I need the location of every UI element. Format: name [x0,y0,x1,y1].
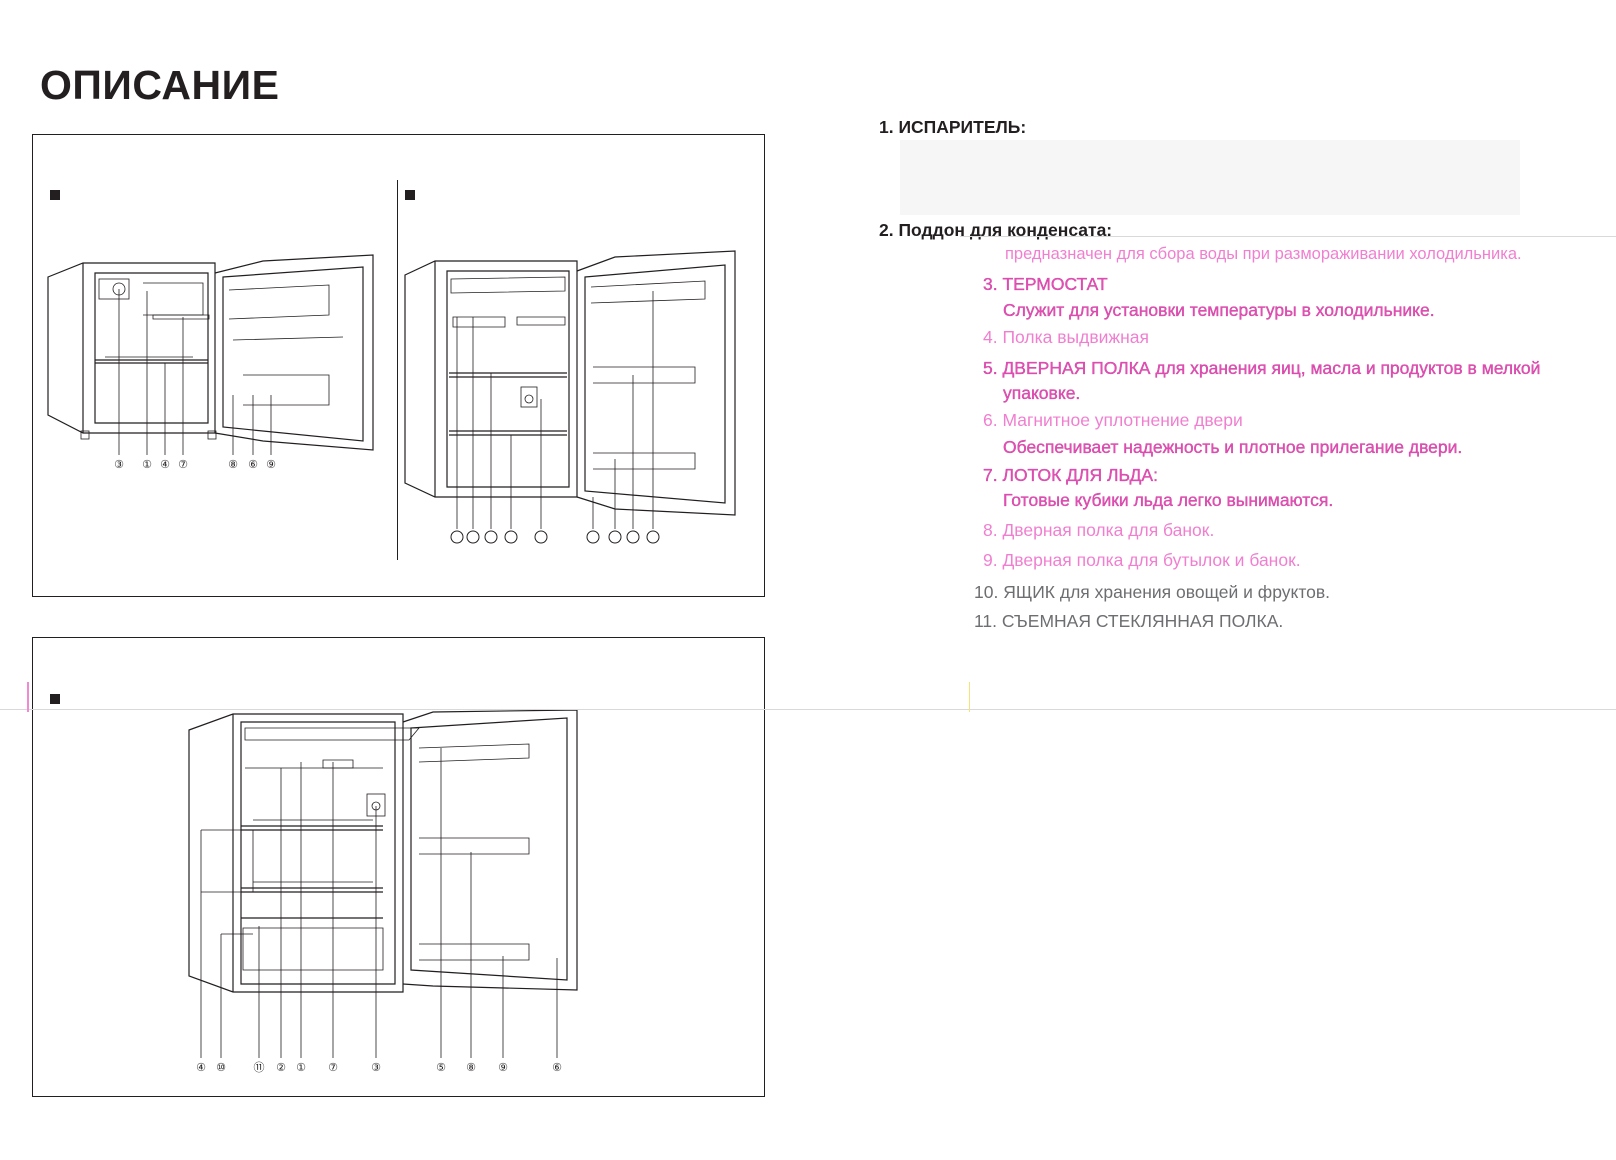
svg-text:⑨: ⑨ [266,459,276,471]
panel-bullet-left [50,190,60,200]
figure-panel-top: ③ ① ④ ⑦ ⑧ ⑥ ⑨ [32,134,765,597]
page-title: ОПИСАНИЕ [40,62,280,108]
desc-item-11: 11. СЪЕМНАЯ СТЕКЛЯННАЯ ПОЛКА. [974,611,1284,631]
svg-text:⑧: ⑧ [466,1062,476,1074]
desc-item-10: 10. ЯЩИК для хранения овощей и фруктов. [974,582,1331,602]
desc-item-3-text: Служит для установки температуры в холод… [1003,300,1435,320]
panel-bullet-right [405,190,415,200]
desc-item-7: 7. ЛОТОК ДЛЯ ЛЬДА: [983,465,1158,485]
desc-item-8: 8. Дверная полка для банок. [983,520,1215,540]
callout-row-top-right [450,530,660,544]
panel-bullet-bottom [50,694,60,704]
svg-text:⑥: ⑥ [248,459,258,471]
callout-row-top-left: ③ ① ④ ⑦ ⑧ ⑥ ⑨ [114,459,276,471]
blurred-text-band [900,140,1520,215]
desc-item-3: 3. ТЕРМОСТАТ [983,274,1108,294]
svg-text:④: ④ [160,459,170,471]
fridge-drawing-open-tall [404,250,736,544]
svg-text:⑩: ⑩ [216,1062,226,1074]
figure-panel-bottom: ④ ⑩ ⑪ ② ① ⑦ ③ ⑤ ⑧ ⑨ ⑥ [32,637,765,1097]
svg-text:⑦: ⑦ [178,459,188,471]
svg-text:⑨: ⑨ [498,1062,508,1074]
desc-item-5: 5. ДВЕРНАЯ ПОЛКА для хранения яиц, масла… [983,358,1541,378]
panel-divider [397,180,398,560]
svg-text:②: ② [276,1062,286,1074]
svg-text:①: ① [296,1062,306,1074]
desc-item-5-cont: упаковке. [1003,383,1081,403]
scan-artifact-pink [27,682,29,712]
svg-text:④: ④ [196,1062,206,1074]
desc-item-6: 6. Магнитное уплотнение двери [983,410,1243,430]
callout-row-bottom: ④ ⑩ ⑪ ② ① ⑦ ③ ⑤ ⑧ ⑨ ⑥ [196,1061,562,1074]
fridge-drawing-full-size [188,709,578,1058]
desc-item-2-text: предназначен для сбора воды при размораж… [1005,245,1522,263]
scan-artifact-line-wide [0,709,1616,710]
svg-text:⑪: ⑪ [254,1061,265,1074]
svg-text:⑥: ⑥ [552,1062,562,1074]
desc-item-7-text: Готовые кубики льда легко вынимаются. [1003,490,1334,510]
desc-item-6-text: Обеспечивает надежность и плотное прилег… [1003,437,1463,457]
svg-text:⑧: ⑧ [228,459,238,471]
desc-item-4: 4. Полка выдвижная [983,327,1149,347]
svg-text:⑦: ⑦ [328,1062,338,1074]
scan-artifact-yellow [969,682,970,712]
svg-text:③: ③ [114,459,124,471]
fridge-drawing-open-small: ③ ① ④ ⑦ ⑧ ⑥ ⑨ [47,254,374,471]
svg-text:⑤: ⑤ [436,1062,446,1074]
desc-item-9: 9. Дверная полка для бутылок и банок. [983,550,1301,570]
desc-item-2: 2. Поддон для конденсата: [879,220,1113,240]
svg-text:③: ③ [371,1062,381,1074]
desc-item-1: 1. ИСПАРИТЕЛЬ: [879,117,1027,137]
scan-artifact-line [960,236,1616,237]
svg-text:①: ① [142,459,152,471]
